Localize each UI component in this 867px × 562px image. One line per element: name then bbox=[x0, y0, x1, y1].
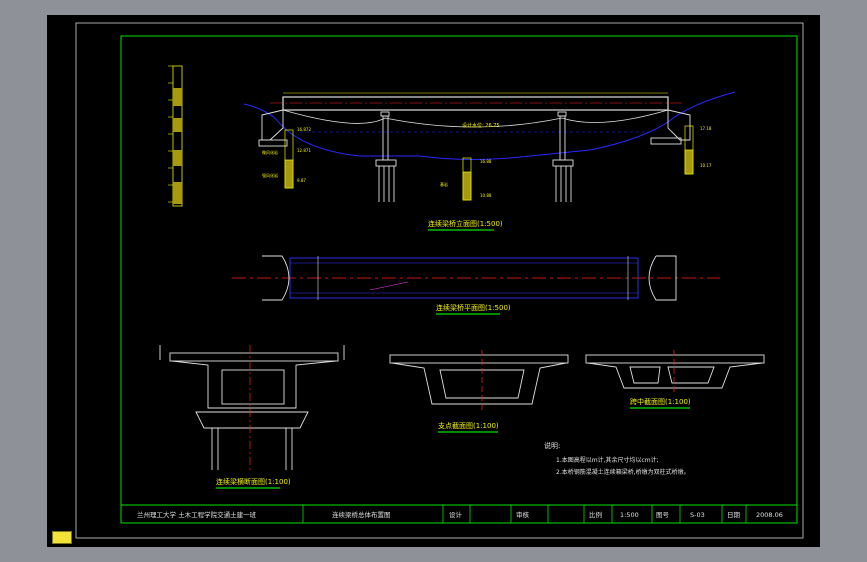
title-block: 兰州理工大学 土木工程学院交通土建一班 连续梁桥总体布置图 设计 审核 比例 1… bbox=[120, 504, 798, 524]
sheet-value: S-03 bbox=[690, 511, 705, 519]
svg-text:基岩: 基岩 bbox=[440, 181, 448, 187]
notes-heading: 说明: bbox=[544, 441, 560, 450]
svg-text:12.871: 12.871 bbox=[297, 148, 311, 153]
deck-girder bbox=[282, 96, 669, 111]
abutment-right bbox=[650, 109, 691, 145]
outer-frame bbox=[75, 22, 804, 539]
svg-text:9.87: 9.87 bbox=[297, 178, 306, 183]
sheet-label: 图号 bbox=[656, 511, 670, 519]
scale-value: 1:500 bbox=[620, 511, 639, 519]
plan-title: 连续梁桥平面图(1:500) bbox=[436, 303, 511, 312]
date-label: 日期 bbox=[727, 511, 741, 519]
svg-text:17.18: 17.18 bbox=[700, 126, 712, 131]
boreholes bbox=[284, 125, 694, 201]
water-level-label: 设计水位: 26.75 bbox=[462, 122, 500, 129]
pier-cross-section bbox=[159, 345, 345, 470]
elevation-title: 连续梁桥立面图(1:500) bbox=[428, 219, 503, 228]
geology-column bbox=[168, 65, 183, 207]
abutment-left bbox=[258, 109, 288, 147]
svg-text:10.17: 10.17 bbox=[700, 163, 712, 168]
ucs-icon bbox=[52, 531, 72, 544]
support-section-title: 支点截面图(1:100) bbox=[438, 421, 499, 430]
midspan-section bbox=[585, 354, 765, 389]
support-section bbox=[389, 354, 569, 405]
scale-label: 比例 bbox=[589, 510, 602, 519]
date-value: 2008.06 bbox=[756, 511, 783, 519]
svg-text:16.872: 16.872 bbox=[297, 127, 311, 132]
midspan-section-title: 跨中截面图(1:100) bbox=[630, 397, 691, 406]
elevation-view: 16.872 12.871 9.87 16.88 10.88 17.18 10.17 微… bbox=[168, 65, 736, 231]
notes-line-2: 2.本桥钢筋混凝土连续箱梁桥,桥墩为双柱式桥墩。 bbox=[556, 468, 690, 476]
plan-view: 连续梁桥平面图(1:500) bbox=[232, 255, 720, 315]
svg-text:微风化岩: 微风化岩 bbox=[262, 149, 278, 155]
notes-line-1: 1.本图高程以m计,其余尺寸均以cm计; bbox=[556, 456, 659, 464]
review-label: 审核 bbox=[516, 510, 530, 519]
pier-2 bbox=[552, 111, 574, 202]
school-name: 兰州理工大学 土木工程学院交通土建一班 bbox=[137, 510, 257, 519]
inner-frame bbox=[120, 35, 798, 524]
svg-text:10.88: 10.88 bbox=[480, 193, 492, 198]
svg-text:强风化岩: 强风化岩 bbox=[262, 172, 278, 178]
drawing-name: 连续梁桥总体布置图 bbox=[332, 510, 391, 519]
design-label: 设计 bbox=[449, 510, 463, 519]
pier-1 bbox=[375, 111, 397, 202]
svg-text:16.88: 16.88 bbox=[480, 159, 492, 164]
pier-section-title: 连续梁横断面图(1:100) bbox=[216, 477, 291, 486]
